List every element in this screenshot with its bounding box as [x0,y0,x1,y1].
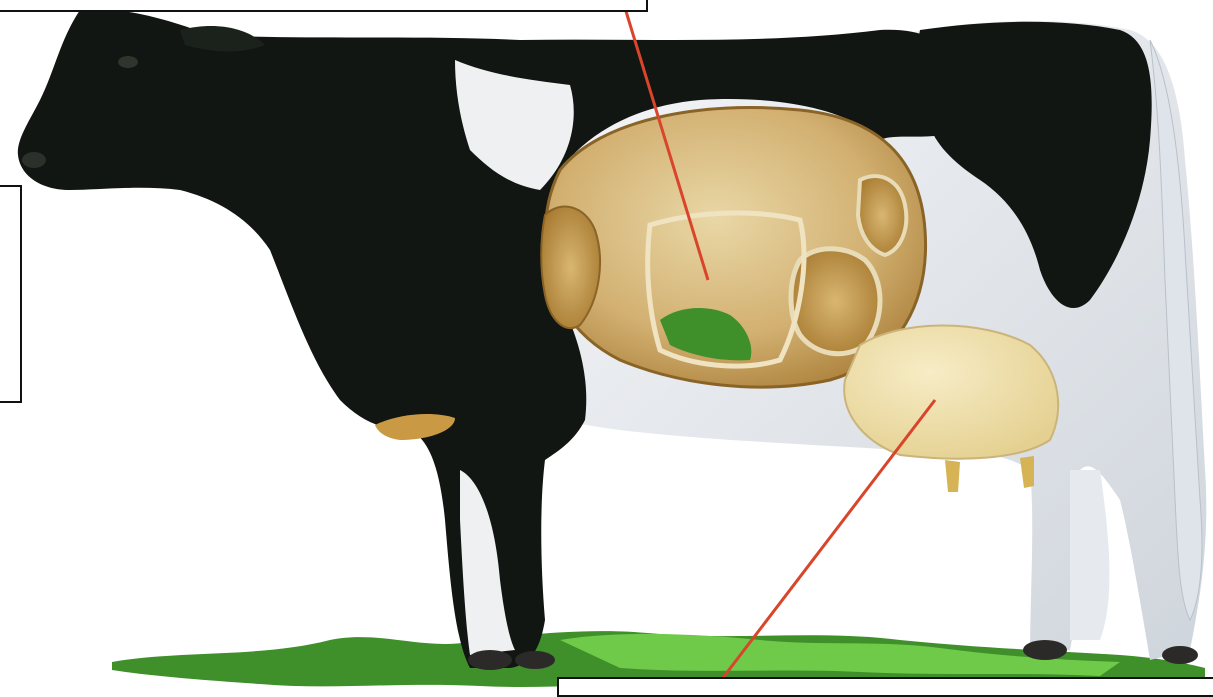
rear-leg-white [1070,470,1109,640]
cow-nostril [22,152,46,168]
teat-rear [1020,456,1034,488]
hoof-rear-2 [1162,646,1198,664]
hoof-front [468,650,512,670]
label-box-top [0,0,648,12]
teat-front [945,460,960,492]
udder [844,325,1058,492]
cow-eye [118,56,138,68]
label-box-bottom [557,677,1213,697]
hoof-rear [1023,640,1067,660]
label-box-left [0,185,22,403]
hoof-front-2 [515,651,555,669]
